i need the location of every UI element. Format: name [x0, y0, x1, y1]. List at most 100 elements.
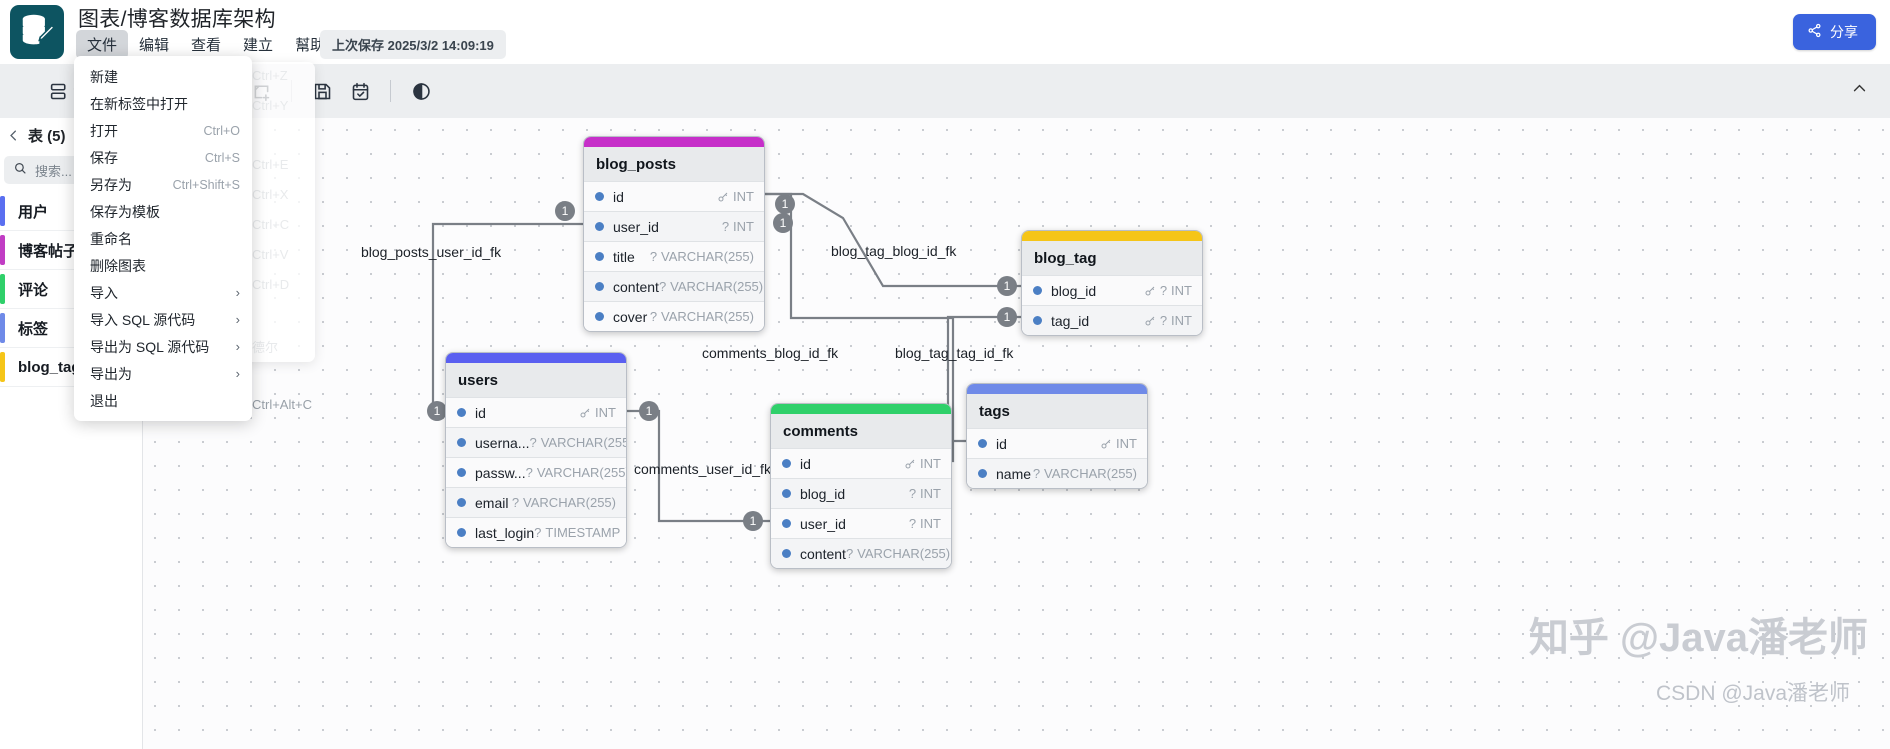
- field-type: ?VARCHAR(255): [511, 495, 616, 510]
- menu-option-import[interactable]: 导入 ›: [74, 279, 252, 306]
- list-item[interactable]: 用户: [0, 192, 142, 231]
- menu-option-delete-diagram[interactable]: 删除图表: [74, 252, 252, 279]
- list-item[interactable]: 评论: [0, 270, 142, 309]
- field-dot: [457, 438, 466, 447]
- field-type: INT: [717, 189, 754, 204]
- table-field[interactable]: title?VARCHAR(255): [584, 241, 764, 271]
- menu-option-save[interactable]: 保存 Ctrl+S: [74, 144, 252, 171]
- menu-option-label: 导入: [90, 284, 118, 301]
- cardinality-badge: 1: [639, 401, 659, 421]
- list-item[interactable]: blog_tag: [0, 348, 142, 387]
- page-title: 图表/博客数据库架构: [78, 8, 276, 31]
- menu-option-save-as-template[interactable]: 保存为模板: [74, 198, 252, 225]
- field-name: name: [996, 465, 1032, 482]
- field-dot: [595, 282, 604, 291]
- field-type: ?INT: [721, 219, 754, 234]
- table-field[interactable]: content?VARCHAR(255): [584, 271, 764, 301]
- table-field[interactable]: tag_id?INT: [1022, 305, 1202, 335]
- list-item-label: 用户: [18, 203, 49, 221]
- main-toolbar: ▼: [0, 64, 1890, 118]
- field-name: passw...: [475, 464, 526, 481]
- list-item[interactable]: 博客帖子: [0, 231, 142, 270]
- field-dot: [782, 459, 791, 468]
- field-type: ?INT: [908, 486, 941, 501]
- table-title: users: [446, 363, 626, 397]
- table-field[interactable]: passw...?VARCHAR(255): [446, 457, 626, 487]
- menu-item-file[interactable]: 文件: [76, 30, 129, 59]
- menu-option-label: 导出为: [90, 365, 132, 382]
- relation-label: blog_tag_tag_id_fk: [895, 345, 1014, 361]
- table-field[interactable]: userna...?VARCHAR(255): [446, 427, 626, 457]
- table-field[interactable]: user_id?INT: [771, 508, 951, 538]
- calendar-check-icon[interactable]: [343, 74, 377, 108]
- menu-item-view[interactable]: 查看: [191, 37, 222, 54]
- field-dot: [978, 469, 987, 478]
- chevron-right-icon: ›: [235, 366, 240, 381]
- diagram-canvas[interactable]: 1 1 1 1 1 1 1 1 blog_posts_user_id_fk bl…: [143, 118, 1890, 749]
- chevron-up-icon[interactable]: [1851, 80, 1868, 102]
- menu-option-shortcut: Ctrl+Shift+S: [172, 177, 240, 192]
- share-button[interactable]: 分享: [1793, 14, 1876, 50]
- list-item[interactable]: 标签: [0, 309, 142, 348]
- field-type: ?VARCHAR(255): [845, 546, 951, 561]
- table-field[interactable]: user_id?INT: [584, 211, 764, 241]
- field-name: id: [996, 435, 1007, 452]
- table-field[interactable]: content?VARCHAR(255): [771, 538, 951, 568]
- table-field[interactable]: blog_id?INT: [771, 478, 951, 508]
- app-header: 图表/博客数据库架构 文件 编辑 查看 建立 幫助 上次保存 2025/3/2 …: [0, 0, 1890, 64]
- search-icon: [13, 161, 27, 180]
- table-field[interactable]: cover?VARCHAR(255): [584, 301, 764, 331]
- menu-option-exit[interactable]: 退出: [74, 387, 252, 414]
- table-title: tags: [967, 394, 1147, 428]
- field-dot: [595, 252, 604, 261]
- floppy-disk-icon[interactable]: [305, 74, 339, 108]
- er-table-blog-tag[interactable]: blog_tag blog_id?INT tag_id?INT: [1021, 230, 1203, 336]
- color-swatch: [0, 235, 5, 265]
- menu-option-label: 导出为 SQL 源代码: [90, 338, 210, 355]
- menu-option-new[interactable]: 新建: [74, 63, 252, 90]
- table-field[interactable]: email?VARCHAR(255): [446, 487, 626, 517]
- field-name: cover: [613, 308, 648, 325]
- field-name: email: [475, 494, 509, 511]
- menu-item-create[interactable]: 建立: [243, 37, 274, 54]
- list-item-label: 评论: [18, 281, 49, 299]
- menu-option-export-sql[interactable]: 导出为 SQL 源代码 ›: [74, 333, 252, 360]
- menu-option-export-as[interactable]: 导出为 ›: [74, 360, 252, 387]
- field-name: title: [613, 248, 635, 265]
- menu-option-label: 保存: [90, 149, 118, 166]
- field-name: user_id: [800, 515, 846, 532]
- menu-item-edit[interactable]: 编辑: [139, 37, 170, 54]
- menu-option-rename[interactable]: 重命名: [74, 225, 252, 252]
- table-field[interactable]: blog_id?INT: [1022, 275, 1202, 305]
- field-dot: [595, 192, 604, 201]
- menu-item-help[interactable]: 幫助: [295, 37, 326, 54]
- file-dropdown-menu[interactable]: 新建 在新标签中打开 打开 Ctrl+O 保存 Ctrl+S 另存为 Ctrl+…: [74, 56, 252, 421]
- share-button-label: 分享: [1830, 24, 1858, 40]
- key-icon: [905, 459, 915, 468]
- menu-option-open[interactable]: 打开 Ctrl+O: [74, 117, 252, 144]
- menu-option-save-as[interactable]: 另存为 Ctrl+Shift+S: [74, 171, 252, 198]
- table-accent-bar: [967, 384, 1147, 394]
- menu-option-import-sql[interactable]: 导入 SQL 源代码 ›: [74, 306, 252, 333]
- table-field[interactable]: name?VARCHAR(255): [967, 458, 1147, 488]
- menu-option-open-new-tab[interactable]: 在新标签中打开: [74, 90, 252, 117]
- contrast-circle-icon[interactable]: [404, 74, 438, 108]
- field-dot: [457, 408, 466, 417]
- cardinality-badge: 1: [997, 276, 1017, 296]
- relation-label: blog_tag_blog_id_fk: [831, 243, 957, 259]
- table-title: blog_tag: [1022, 241, 1202, 275]
- relation-label: blog_posts_user_id_fk: [361, 244, 502, 260]
- table-field[interactable]: last_login?TIMESTAMP: [446, 517, 626, 547]
- tab-tables[interactable]: 表 (5): [28, 128, 66, 145]
- table-accent-bar: [446, 353, 626, 363]
- chevron-right-icon: ›: [235, 339, 240, 354]
- chevron-left-icon[interactable]: [6, 128, 21, 147]
